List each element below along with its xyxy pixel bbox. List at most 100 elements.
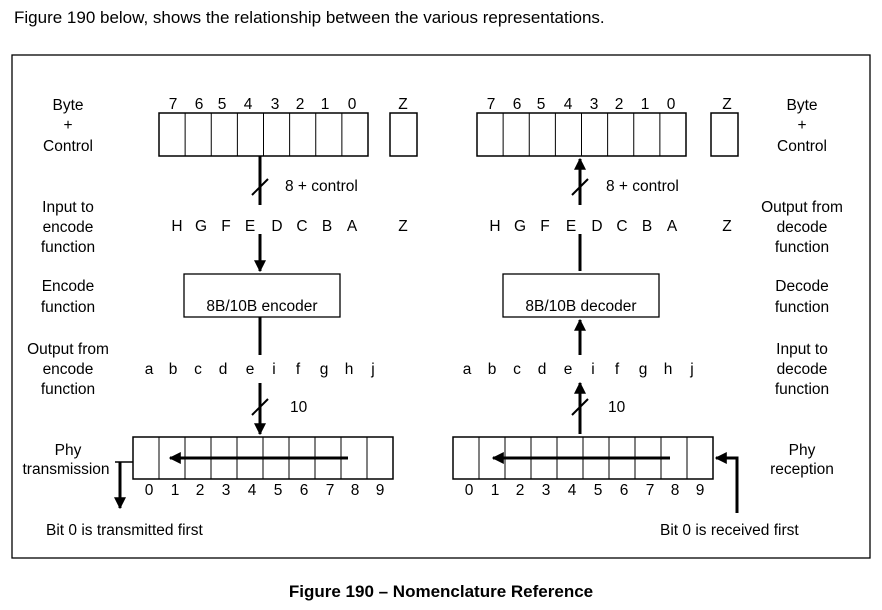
left-label-byte-3: Control [43, 138, 93, 155]
left-encode-output-letter: j [370, 361, 374, 378]
right-label-input-1: Input to [776, 341, 828, 358]
right-decode-input-letter: g [639, 361, 648, 378]
left-encode-output-letter: h [345, 361, 354, 378]
left-byte-bit-number: 4 [244, 96, 253, 113]
left-input-control-letter: Z [398, 218, 407, 235]
phy-receive-bit-number: 6 [620, 482, 629, 499]
left-encode-output-letter: i [272, 361, 275, 378]
decoder-box [502, 273, 660, 318]
right-control-register [710, 112, 739, 157]
right-label-function-2: function [775, 299, 829, 316]
left-label-phy-2: transmission [23, 461, 110, 478]
left-encode-output-letter: a [145, 361, 154, 378]
right-decode-output-letter: E [566, 218, 576, 235]
left-byte-bit-number: 6 [195, 96, 204, 113]
right-decode-output-letter: G [514, 218, 526, 235]
right-label-phy-2: reception [770, 461, 834, 478]
left-label-byte-2: + [63, 117, 72, 134]
right-label-function-1: Decode [775, 278, 828, 295]
left-encode-output-letter: e [246, 361, 255, 378]
encoder-label: 8B/10B encoder [206, 298, 317, 315]
left-encode-input-letter: H [171, 218, 182, 235]
right-decode-output-letter: B [642, 218, 652, 235]
right-decode-input-letter: e [564, 361, 573, 378]
left-encode-input-letter: D [271, 218, 282, 235]
left-encode-input-letter: B [322, 218, 332, 235]
left-byte-bit-number: 3 [271, 96, 280, 113]
left-label-function-1: Encode [42, 278, 95, 295]
receive-note: Bit 0 is received first [660, 522, 799, 539]
right-label-byte-3: Control [777, 138, 827, 155]
encoder-box [183, 273, 341, 318]
left-encode-input-letter: E [245, 218, 255, 235]
right-label-output-3: function [775, 239, 829, 256]
right-decode-input-letter: a [463, 361, 472, 378]
left-encode-output-letter: c [194, 361, 202, 378]
phy-transmit-bit-number: 4 [248, 482, 257, 499]
phy-transmit-bit-number: 3 [222, 482, 231, 499]
intro-text: Figure 190 below, shows the relationship… [14, 8, 605, 27]
figure-caption: Figure 190 – Nomenclature Reference [288, 582, 594, 601]
left-encode-input-letter: A [347, 218, 358, 235]
right-label-output-1: Output from [761, 199, 843, 216]
phy-receive-bit-number: 3 [542, 482, 551, 499]
phy-receive-bit-number: 1 [491, 482, 500, 499]
left-bus-top-label: 8 + control [285, 178, 358, 195]
left-label-input-3: function [41, 239, 95, 256]
transmit-note: Bit 0 is transmitted first [46, 522, 203, 539]
left-bus-slash-bottom [251, 398, 269, 416]
phy-transmit-bit-number: 2 [196, 482, 205, 499]
right-decode-input-letter: f [615, 361, 620, 378]
left-byte-bit-number: 7 [169, 96, 178, 113]
right-label-byte-2: + [797, 117, 806, 134]
left-control-register [389, 112, 418, 157]
right-byte-bit-number: 5 [537, 96, 546, 113]
phy-receive-bit-number: 8 [671, 482, 680, 499]
left-label-function-2: function [41, 299, 95, 316]
left-control-bit-label: Z [398, 96, 407, 113]
phy-receive-bit-number: 4 [568, 482, 577, 499]
phy-receive-bit-number: 0 [465, 482, 474, 499]
left-byte-bit-number: 2 [296, 96, 305, 113]
left-label-input-1: Input to [42, 199, 94, 216]
left-encode-input-letter: F [221, 218, 230, 235]
right-byte-bit-number: 3 [590, 96, 599, 113]
phy-receive-bit-number: 5 [594, 482, 603, 499]
decoder-label: 8B/10B decoder [525, 298, 636, 315]
phy-receive-bit-number: 2 [516, 482, 525, 499]
left-encode-input-letter: G [195, 218, 207, 235]
right-byte-bit-number: 0 [667, 96, 676, 113]
right-byte-bit-number: 6 [513, 96, 522, 113]
right-decode-output-letter: F [540, 218, 549, 235]
left-label-output-3: function [41, 381, 95, 398]
right-byte-bit-number: 4 [564, 96, 573, 113]
right-decode-output-letter: A [667, 218, 678, 235]
right-label-input-2: decode [777, 361, 828, 378]
phy-transmit-bit-number: 6 [300, 482, 309, 499]
left-label-output-1: Output from [27, 341, 109, 358]
left-encode-output-letter: f [296, 361, 301, 378]
left-byte-bit-number: 1 [321, 96, 330, 113]
receive-first-arrow [714, 452, 739, 513]
phy-transmit-bit-number: 5 [274, 482, 283, 499]
right-label-output-2: decode [777, 219, 828, 236]
left-label-input-2: encode [43, 219, 94, 236]
phy-receive-bit-number: 7 [646, 482, 655, 499]
phy-transmit-bit-number: 0 [145, 482, 154, 499]
right-byte-bit-number: 1 [641, 96, 650, 113]
right-label-phy-1: Phy [789, 442, 816, 459]
right-bus-slash-top [571, 178, 589, 196]
right-decode-output-letter: C [616, 218, 627, 235]
right-decode-input-letter: j [689, 361, 693, 378]
right-output-control-letter: Z [722, 218, 731, 235]
left-byte-bit-number: 0 [348, 96, 357, 113]
left-label-phy-1: Phy [55, 442, 82, 459]
phy-transmit-bit-number: 7 [326, 482, 335, 499]
phy-transmit-bit-number: 9 [376, 482, 385, 499]
right-bus-top-label: 8 + control [606, 178, 679, 195]
right-decode-output-letter: D [591, 218, 602, 235]
left-label-output-2: encode [43, 361, 94, 378]
right-byte-bit-number: 2 [615, 96, 624, 113]
right-decode-input-letter: b [488, 361, 497, 378]
left-encode-output-letter: g [320, 361, 329, 378]
